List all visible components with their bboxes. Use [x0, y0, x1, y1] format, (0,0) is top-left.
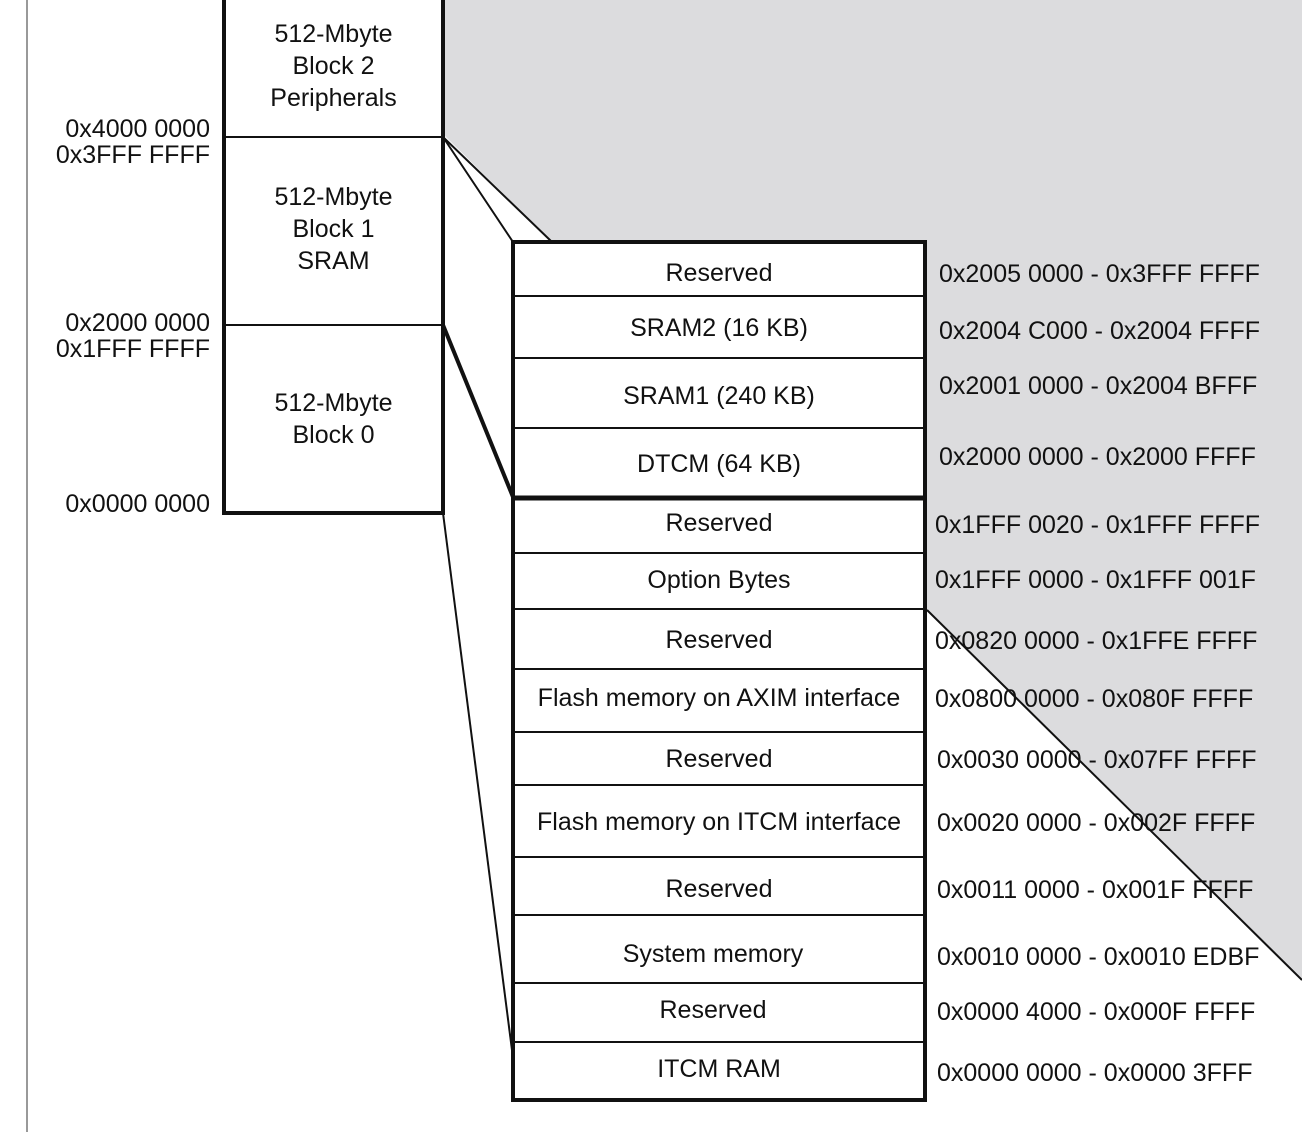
- block-1-label: 512-Mbyte Block 1 SRAM: [224, 181, 443, 277]
- block-2-label: 512-Mbyte Block 2 Peripherals: [224, 18, 443, 114]
- address-range: 0x2000 0000 - 0x2000 FFFF: [939, 443, 1256, 471]
- address-range: 0x2001 0000 - 0x2004 BFFF: [939, 372, 1258, 400]
- block-0-line: 512-Mbyte: [274, 389, 393, 417]
- address-range: 0x2005 0000 - 0x3FFF FFFF: [939, 260, 1260, 288]
- memory-cell-label: Reserved: [665, 626, 773, 654]
- memory-cell-label: Reserved: [659, 996, 767, 1024]
- memory-cell-label: Reserved: [665, 875, 773, 903]
- memory-cell-label: Flash memory on ITCM interface: [537, 808, 901, 836]
- shaded-background: [445, 0, 1302, 980]
- memory-cell-label: SRAM2 (16 KB): [630, 314, 808, 342]
- expansion-line: [442, 136, 514, 243]
- memory-cell-label: SRAM1 (240 KB): [623, 382, 815, 410]
- right-expansion-panel: [513, 242, 925, 1100]
- memory-cell-label: Reserved: [665, 509, 773, 537]
- address-range: 0x2004 C000 - 0x2004 FFFF: [939, 317, 1260, 345]
- address-range: 0x0010 0000 - 0x0010 EDBF: [937, 943, 1260, 971]
- memory-cell-label: Option Bytes: [647, 566, 791, 594]
- memory-cell-label: ITCM RAM: [657, 1055, 781, 1083]
- address-label: 0x4000 0000: [65, 115, 210, 143]
- left-block-panel: [224, 0, 443, 513]
- right-box-outline: [511, 240, 927, 1102]
- address-range: 0x1FFF 0000 - 0x1FFF 001F: [935, 566, 1256, 594]
- address-label: 0x3FFF FFFF: [55, 141, 210, 169]
- address-range: 0x0820 0000 - 0x1FFE FFFF: [935, 627, 1258, 655]
- memory-cell-label: Reserved: [665, 745, 773, 773]
- block-1-line: Block 1: [292, 215, 375, 243]
- address-range: 0x1FFF 0020 - 0x1FFF FFFF: [935, 511, 1261, 539]
- block-2-line: Peripherals: [270, 84, 397, 112]
- row-dividers: [513, 295, 927, 1043]
- block-1-line: 512-Mbyte: [274, 183, 393, 211]
- expansion-line: [442, 512, 514, 1059]
- address-range: 0x0030 0000 - 0x07FF FFFF: [937, 746, 1257, 774]
- shade-edge-line: [926, 609, 1302, 981]
- address-range: 0x0000 4000 - 0x000F FFFF: [937, 998, 1256, 1026]
- address-range: 0x0011 0000 - 0x001F FFFF: [937, 876, 1254, 904]
- expansion-line: [441, 324, 515, 498]
- block-2-line: 512-Mbyte: [274, 20, 393, 48]
- memory-cell-label: Reserved: [665, 259, 773, 287]
- address-label: 0x2000 0000: [65, 309, 210, 337]
- left-block-outline: [222, 0, 445, 515]
- block-0-line: Block 0: [292, 421, 375, 449]
- memory-cell-label: Flash memory on AXIM interface: [537, 684, 901, 712]
- memory-cell-label: DTCM (64 KB): [637, 450, 801, 478]
- block-1-line: SRAM: [297, 247, 370, 275]
- address-label: 0x0000 0000: [65, 490, 210, 518]
- address-range: 0x0800 0000 - 0x080F FFFF: [935, 685, 1254, 713]
- expansion-line: [442, 136, 553, 243]
- memory-cell-label: System memory: [622, 940, 804, 968]
- block-0-label: 512-Mbyte Block 0: [224, 387, 443, 451]
- address-range: 0x0000 0000 - 0x0000 3FFF: [937, 1059, 1253, 1087]
- block-2-line: Block 2: [292, 52, 375, 80]
- address-label: 0x1FFF FFFF: [55, 335, 210, 363]
- address-range: 0x0020 0000 - 0x002F FFFF: [937, 809, 1256, 837]
